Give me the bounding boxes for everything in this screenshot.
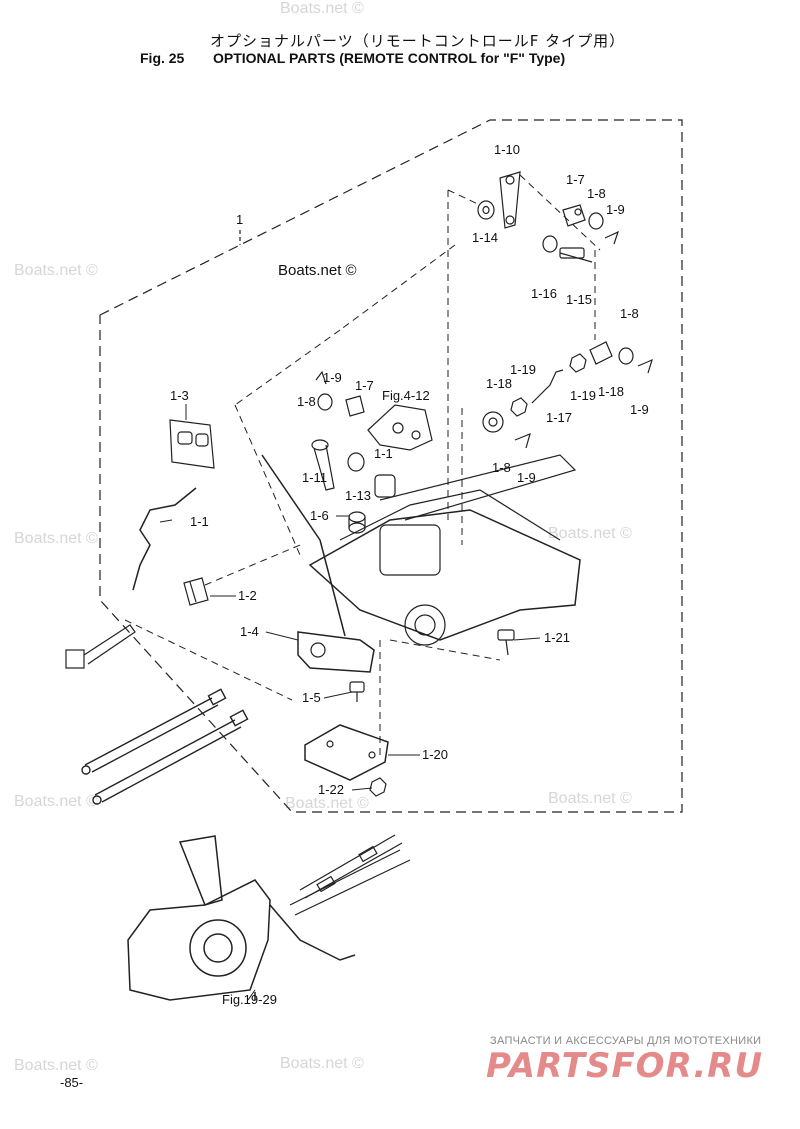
part-1-1-rod bbox=[132, 487, 197, 591]
part-1-15-bolt bbox=[559, 247, 593, 263]
watermark: Boats.net © bbox=[14, 530, 98, 547]
callout-1-14: 1-14 bbox=[472, 230, 499, 245]
part-1-20-plate bbox=[304, 724, 389, 781]
watermark: Boats.net © bbox=[14, 793, 98, 810]
callout-1-1: 1-1 bbox=[190, 514, 209, 529]
callout-1-8: 1-8 bbox=[620, 306, 639, 321]
callout-1-7: 1-7 bbox=[355, 378, 374, 393]
callout-1-9: 1-9 bbox=[323, 370, 342, 385]
callout-1-11: 1-11 bbox=[302, 470, 328, 485]
callout-1-8: 1-8 bbox=[492, 460, 511, 475]
watermark: Boats.net © bbox=[548, 525, 632, 542]
title-english: OPTIONAL PARTS (REMOTE CONTROL for "F" T… bbox=[213, 50, 566, 66]
callout-1-19: 1-19 bbox=[510, 362, 537, 377]
callout-1-5: 1-5 bbox=[302, 690, 321, 705]
callout-1-2: 1-2 bbox=[238, 588, 257, 603]
callout-1-7: 1-7 bbox=[566, 172, 585, 187]
callout-1-8: 1-8 bbox=[587, 186, 606, 201]
callout-1-9: 1-9 bbox=[606, 202, 625, 217]
title-japanese: オプショナルパーツ（リモートコントロールF タイプ用） bbox=[210, 32, 626, 50]
callout-assembly: 1 bbox=[236, 212, 244, 227]
callout-1-22: 1-22 bbox=[318, 782, 345, 797]
part-1-10-link bbox=[499, 171, 521, 229]
left-shaft bbox=[65, 624, 136, 669]
callout-1-1: 1-1 bbox=[374, 446, 393, 461]
control-cables bbox=[81, 688, 249, 805]
reference-fig-19-29: Fig.19-29 bbox=[222, 992, 277, 1007]
shop-tagline: ЗАПЧАСТИ И АКСЕССУАРЫ ДЛЯ МОТОТЕХНИКИ bbox=[490, 1035, 762, 1047]
watermark: Boats.net © bbox=[280, 1055, 364, 1072]
callout-1-17: 1-17 bbox=[546, 410, 573, 425]
part-1-21-bolt bbox=[497, 629, 515, 656]
assembly-outline bbox=[99, 119, 683, 813]
part-1-5-bolt bbox=[349, 681, 365, 702]
shop-logo: PARTSFOR.RU bbox=[486, 1046, 764, 1086]
callout-1-10: 1-10 bbox=[494, 142, 521, 157]
callout-1-18: 1-18 bbox=[598, 384, 625, 399]
steering-bracket bbox=[308, 454, 581, 646]
watermark: Boats.net © bbox=[14, 1057, 98, 1074]
callout-1-3: 1-3 bbox=[170, 388, 189, 403]
reference-fig-4-12: Fig.4-12 bbox=[382, 388, 430, 403]
part-1-17-rod bbox=[531, 369, 564, 404]
figure-number: Fig. 25 bbox=[140, 50, 185, 66]
part-1-3-plate bbox=[169, 419, 215, 469]
callout-1-8: 1-8 bbox=[297, 394, 316, 409]
callout-1-13: 1-13 bbox=[345, 488, 372, 503]
page-number: -85- bbox=[60, 1075, 84, 1090]
callout-1-6: 1-6 bbox=[310, 508, 329, 523]
callout-1-9: 1-9 bbox=[517, 470, 536, 485]
reference-bracket-4-12 bbox=[367, 404, 433, 451]
watermark: Boats.net © bbox=[548, 790, 632, 807]
part-1-4-bracket bbox=[261, 454, 375, 673]
callout-1-9: 1-9 bbox=[630, 402, 649, 417]
watermark: Boats.net © bbox=[280, 0, 364, 17]
remote-cables bbox=[289, 834, 411, 916]
callout-1-21: 1-21 bbox=[544, 630, 571, 645]
part-1-11-pin bbox=[311, 439, 335, 491]
part-1-2-grommet bbox=[183, 577, 209, 606]
callout-1-4: 1-4 bbox=[240, 624, 259, 639]
callout-1-18: 1-18 bbox=[486, 376, 513, 391]
remote-control-box bbox=[127, 835, 356, 1001]
watermark-center: Boats.net © bbox=[278, 262, 357, 279]
callout-1-16: 1-16 bbox=[531, 286, 558, 301]
watermark: Boats.net © bbox=[14, 262, 98, 279]
callout-1-19: 1-19 bbox=[570, 388, 597, 403]
callout-1-20: 1-20 bbox=[422, 747, 449, 762]
callout-1-15: 1-15 bbox=[566, 292, 593, 307]
watermark: Boats.net © bbox=[285, 795, 369, 812]
